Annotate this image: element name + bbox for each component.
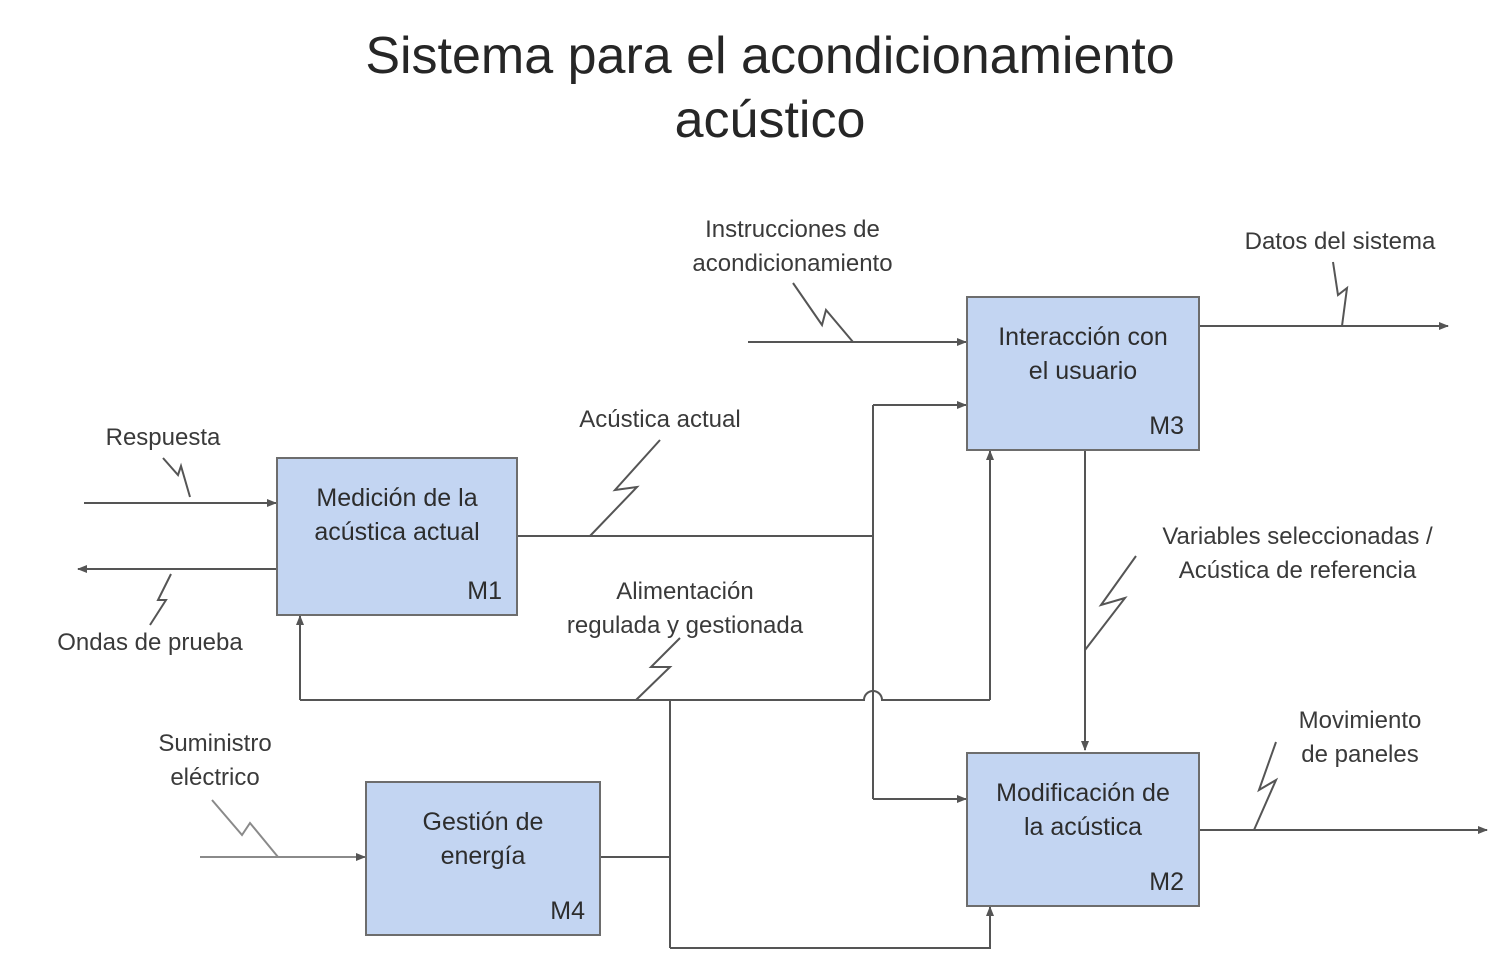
block-m3-label: Interacción con el usuario <box>998 323 1168 385</box>
block-m4: Gestión de energía M4 <box>365 781 601 936</box>
instrucciones-squiggle <box>792 282 854 343</box>
label-instrucciones: Instrucciones de acondicionamiento <box>692 216 893 277</box>
ondas-squiggle <box>149 573 172 626</box>
diagram-title-line1: Sistema para el acondicionamiento <box>365 27 1175 85</box>
label-ondas-de-prueba: Ondas de prueba <box>57 629 243 656</box>
label-alimentacion: Alimentación regulada y gestionada <box>566 578 804 639</box>
suministro-squiggle <box>211 799 279 858</box>
acustica-actual-squiggle <box>589 439 661 537</box>
label-suministro: Suministro eléctrico <box>158 730 272 791</box>
variables-squiggle <box>1084 555 1137 651</box>
block-m3-code: M3 <box>1149 412 1184 440</box>
block-m4-label: Gestión de energía <box>422 808 544 870</box>
block-m3: Interacción con el usuario M3 <box>966 296 1200 451</box>
m4-to-m2-line <box>670 906 994 949</box>
datos-squiggle <box>1332 261 1349 327</box>
alimentacion-squiggle <box>635 637 681 701</box>
label-respuesta: Respuesta <box>105 424 221 451</box>
block-m2-code: M2 <box>1149 868 1184 896</box>
label-acustica-actual: Acústica actual <box>579 406 741 433</box>
block-m1: Medición de la acústica actual M1 <box>276 457 518 616</box>
block-m1-label: Medición de la acústica actual <box>314 484 480 546</box>
respuesta-squiggle <box>162 457 191 498</box>
block-m4-code: M4 <box>550 897 585 925</box>
block-m2-label: Modificación de la acústica <box>996 779 1170 841</box>
movimiento-squiggle <box>1253 741 1279 831</box>
label-datos-del-sistema: Datos del sistema <box>1244 228 1436 255</box>
block-m1-code: M1 <box>467 577 502 605</box>
label-variables: Variables seleccionadas / Acústica de re… <box>1162 523 1433 584</box>
block-m2: Modificación de la acústica M2 <box>966 752 1200 907</box>
alimentacion-line <box>300 690 990 701</box>
diagram-title-line2: acústico <box>674 91 866 149</box>
label-movimiento: Movimiento de paneles <box>1298 707 1422 768</box>
